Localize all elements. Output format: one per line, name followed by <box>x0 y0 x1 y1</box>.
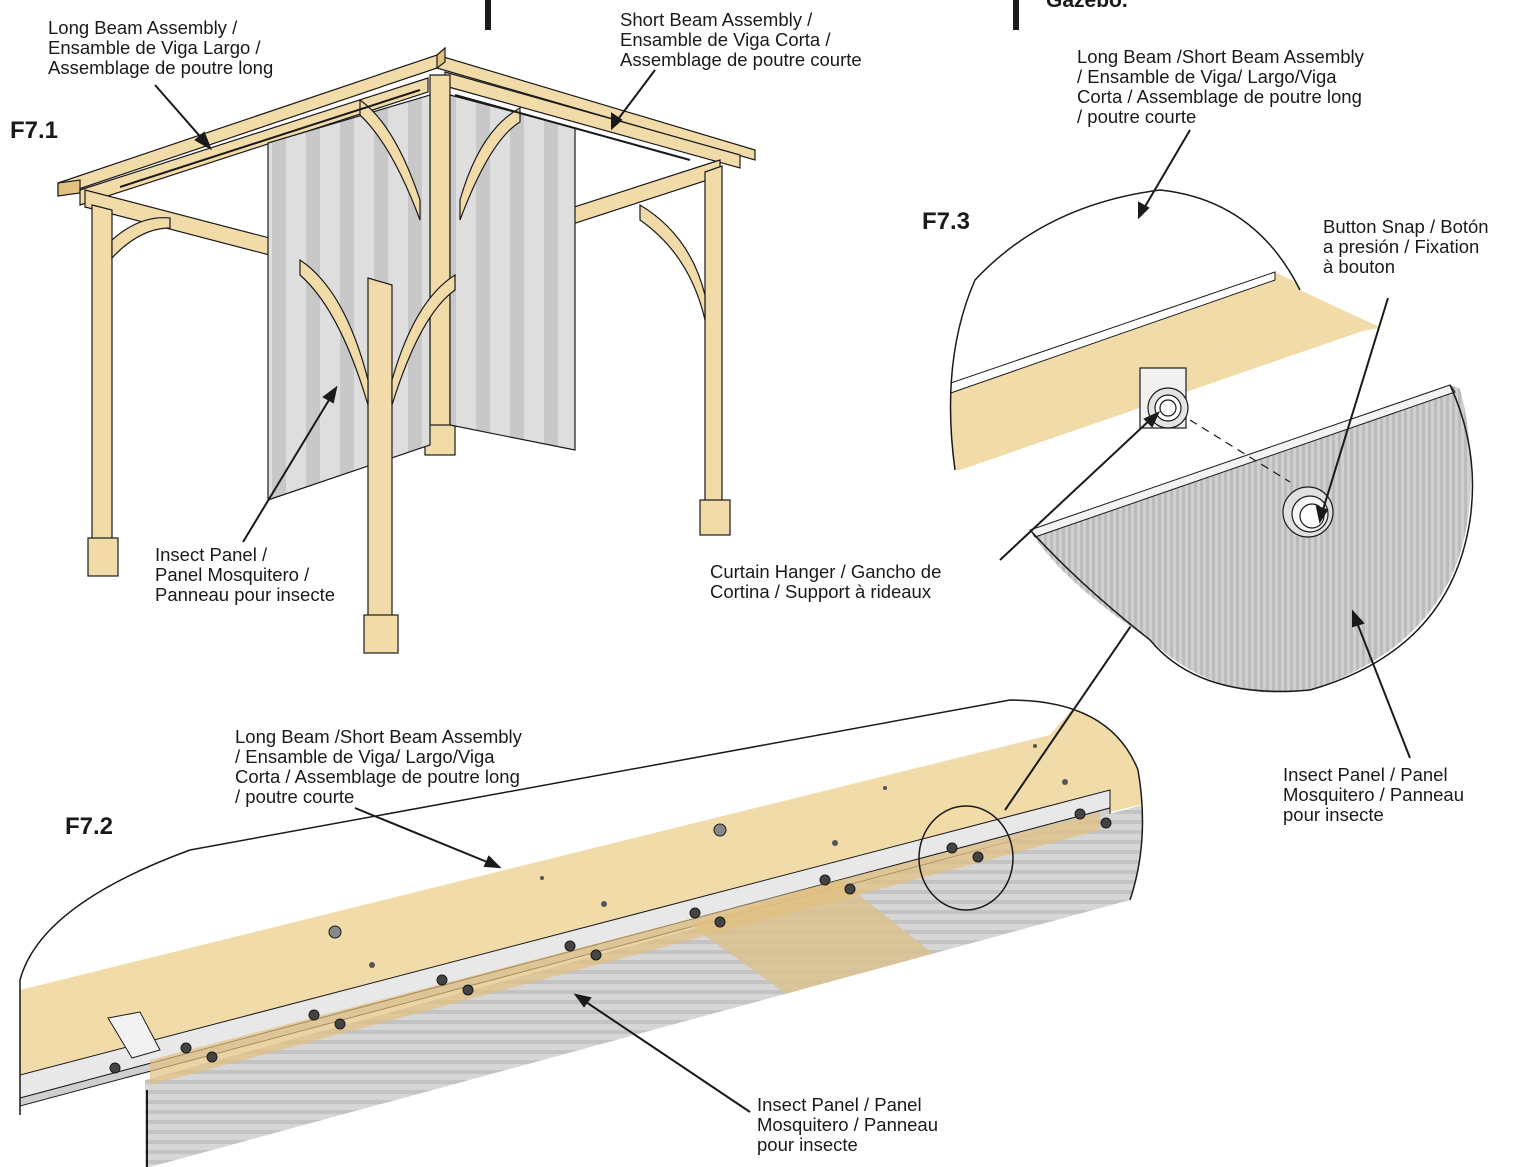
label-beam-assembly-f3: Long Beam /Short Beam Assembly / Ensambl… <box>1077 46 1364 127</box>
label-insect-panel-f1: Insect Panel / Panel Mosquitero / Pannea… <box>155 544 335 605</box>
label-long-beam-assembly: Long Beam Assembly / Ensamble de Viga La… <box>48 17 274 78</box>
figure-id-f7-1: F7.1 <box>10 117 59 144</box>
zoom-outline-bottom <box>1029 384 1474 693</box>
detail-circle <box>918 805 1014 911</box>
label-curtain-hanger: Curtain Hanger / Gancho de Cortina / Sup… <box>710 561 942 602</box>
gazebo-figure <box>57 46 756 654</box>
zoom-outline-top <box>949 189 1301 471</box>
header-partial-text: Gazebo. <box>1046 0 1128 12</box>
figure-id-f7-2: F7.2 <box>65 813 114 840</box>
label-short-beam-assembly: Short Beam Assembly / Ensamble de Viga C… <box>620 9 862 70</box>
figure-id-f7-3: F7.3 <box>922 208 971 235</box>
f1-leaders <box>154 69 656 543</box>
f2-leaders <box>354 619 1136 1113</box>
label-beam-assembly-f2: Long Beam /Short Beam Assembly / Ensambl… <box>235 726 522 807</box>
label-insect-panel-f2: Insect Panel / Panel Mosquitero / Pannea… <box>757 1094 939 1155</box>
alignment-dash <box>1189 419 1291 483</box>
label-insect-panel-f3: Insect Panel / Panel Mosquitero / Pannea… <box>1283 764 1465 825</box>
button-snap-part <box>1282 486 1334 538</box>
beam-detail-outline <box>19 699 1144 1115</box>
label-button-snap: Button Snap / Botón a presión / Fixation… <box>1323 216 1489 277</box>
separator-left <box>485 0 491 30</box>
separator-right <box>1013 0 1019 30</box>
f3-leaders <box>999 129 1411 759</box>
curtain-hanger-part <box>1139 367 1189 429</box>
beam-detail-figure <box>20 700 1143 1167</box>
